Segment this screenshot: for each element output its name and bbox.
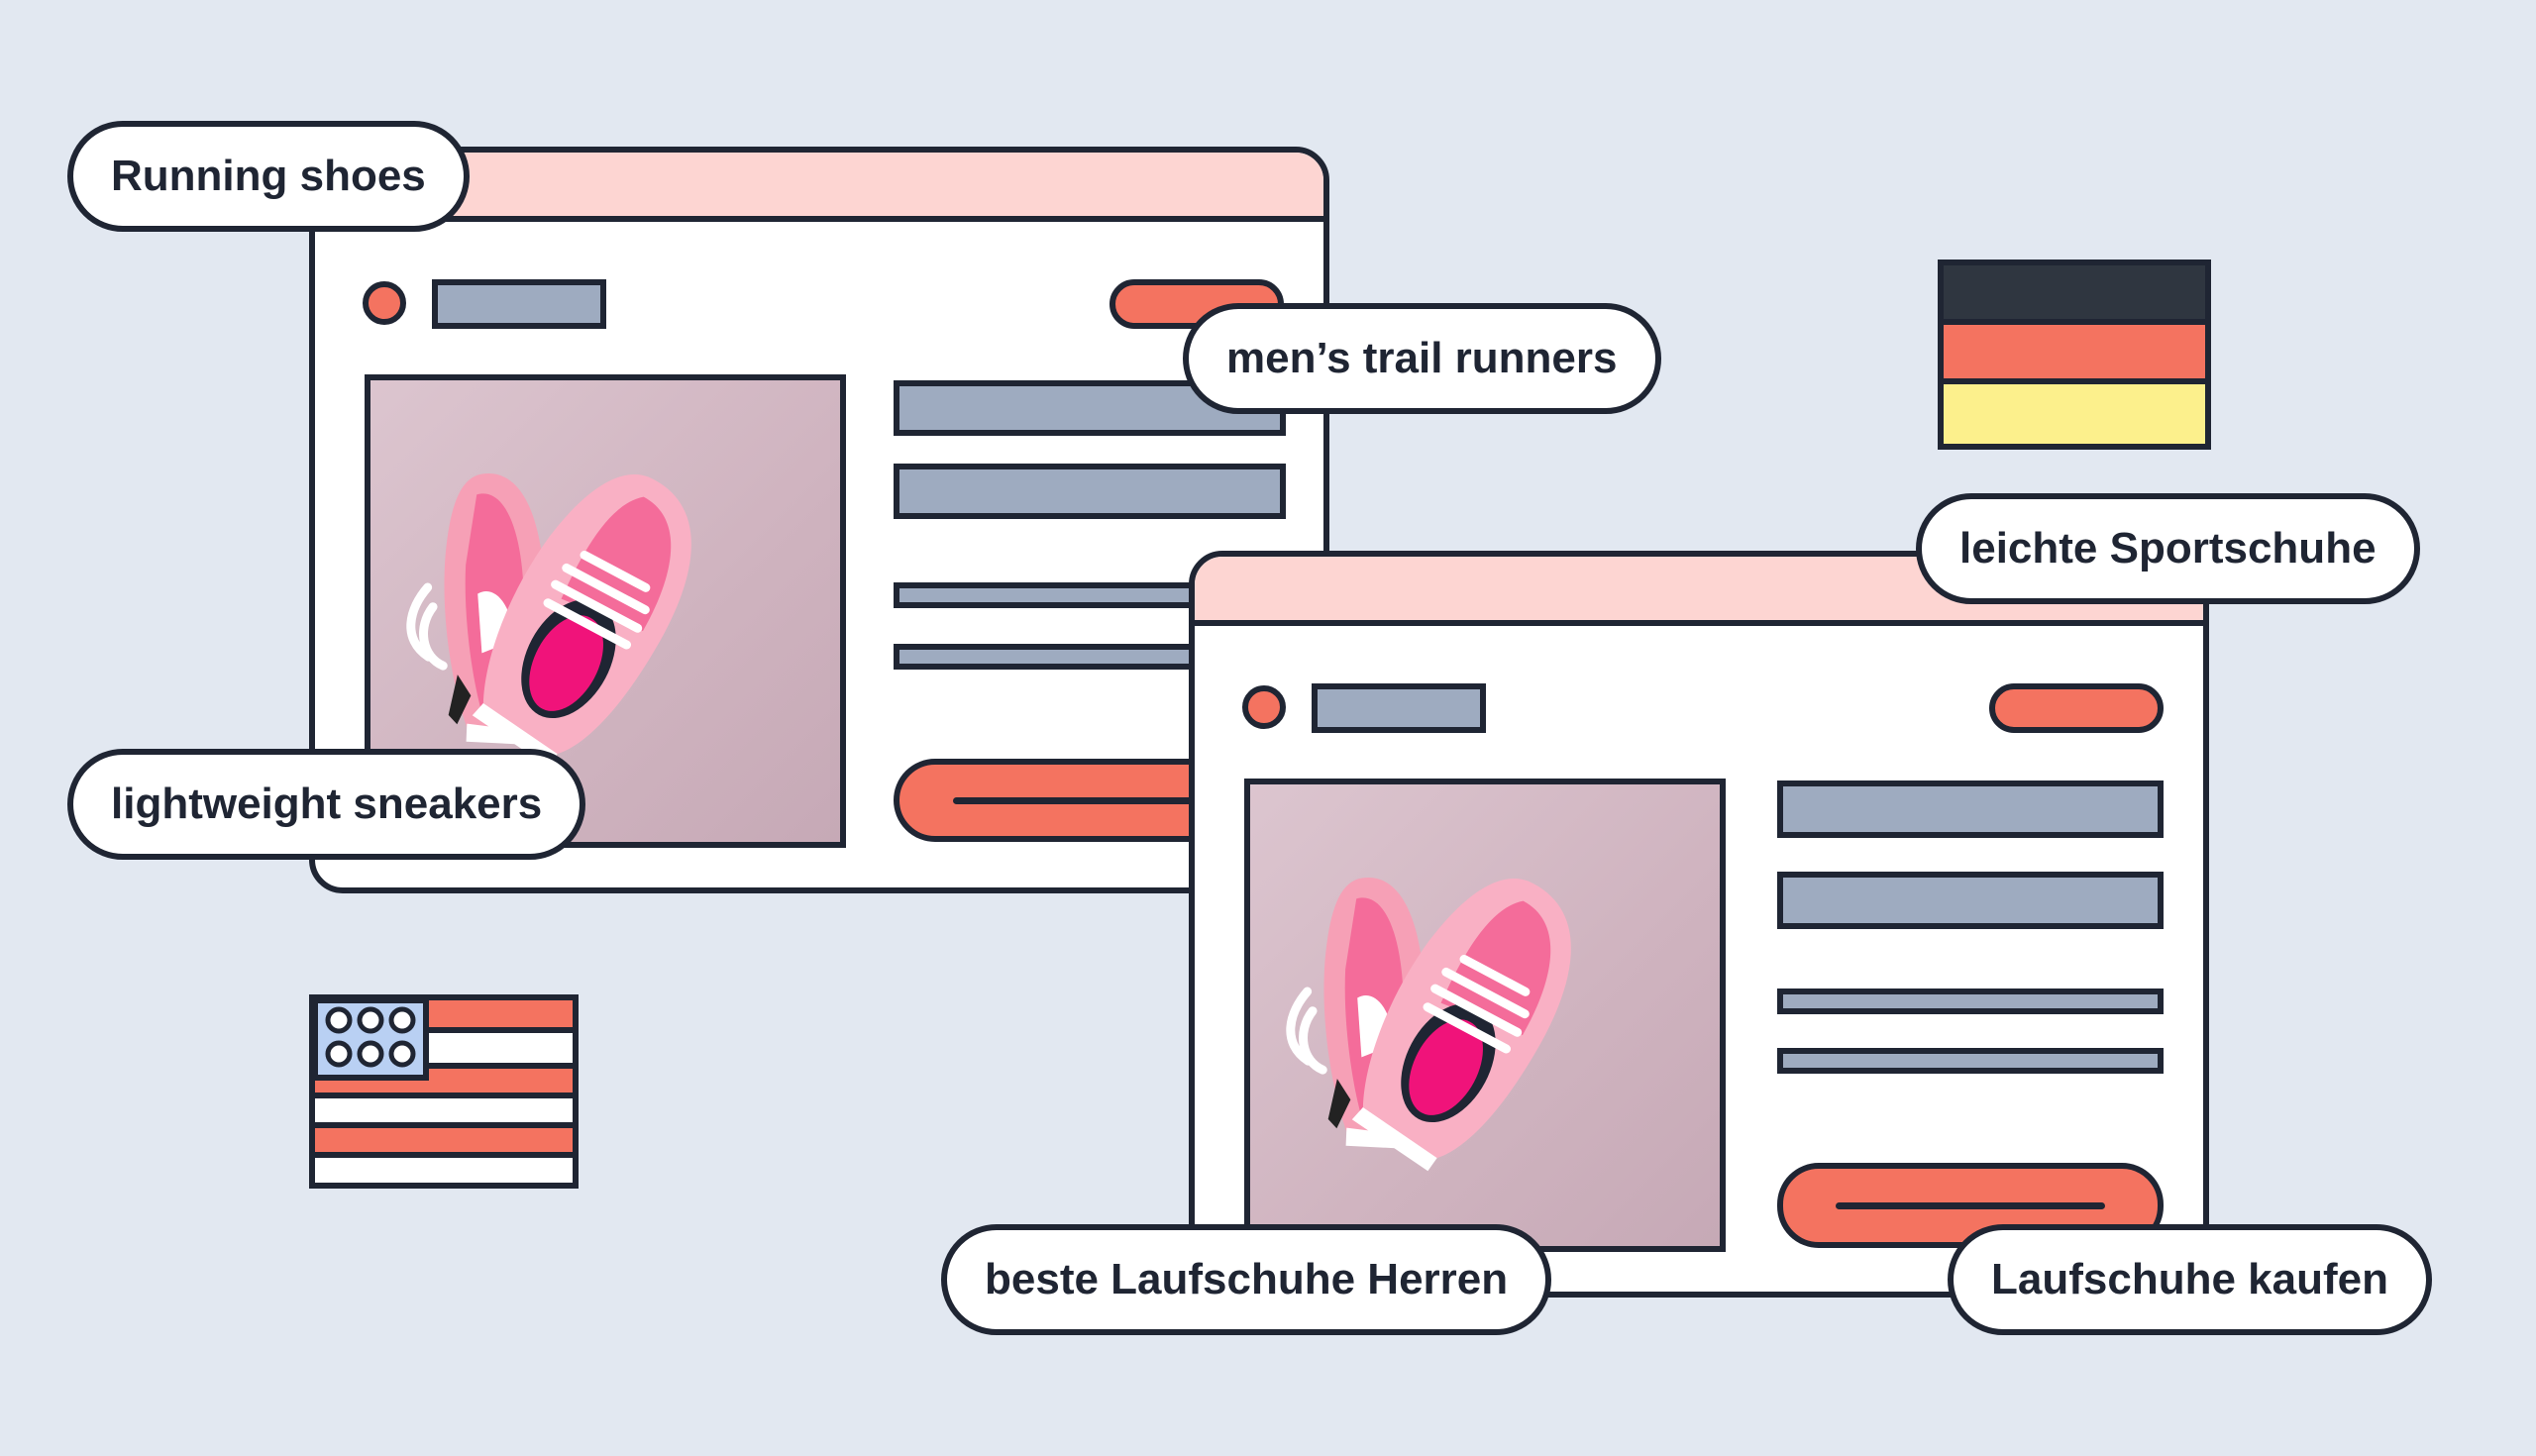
keyword-tag-lightweight-sneakers: lightweight sneakers bbox=[67, 749, 586, 860]
header-button-placeholder[interactable] bbox=[1989, 683, 2164, 733]
product-detail-line bbox=[1777, 988, 2164, 1014]
pink-sneakers-image bbox=[406, 473, 691, 768]
english-product-page-window bbox=[309, 147, 1329, 893]
germany-flag-icon bbox=[1938, 260, 2211, 450]
site-logo-dot bbox=[363, 281, 406, 325]
site-name-placeholder bbox=[432, 279, 606, 329]
pink-sneakers-image bbox=[1286, 878, 1571, 1172]
keyword-tag-running-shoes: Running shoes bbox=[67, 121, 470, 232]
keyword-tag-mens-trail-runners: men’s trail runners bbox=[1183, 303, 1661, 414]
keyword-tag-leichte-sportschuhe: leichte Sportschuhe bbox=[1916, 493, 2420, 604]
product-title-line bbox=[1777, 780, 2164, 838]
product-detail-line bbox=[1777, 1048, 2164, 1074]
site-name-placeholder bbox=[1312, 683, 1486, 733]
german-product-page-window bbox=[1189, 551, 2209, 1298]
product-image bbox=[1244, 779, 1726, 1252]
keyword-tag-laufschuhe-kaufen: Laufschuhe kaufen bbox=[1948, 1224, 2432, 1335]
keyword-tag-beste-laufschuhe-herren: beste Laufschuhe Herren bbox=[941, 1224, 1552, 1335]
us-flag-icon bbox=[309, 994, 579, 1189]
product-subtitle-line bbox=[894, 464, 1286, 519]
product-subtitle-line bbox=[1777, 872, 2164, 929]
window-titlebar bbox=[315, 153, 1323, 222]
site-logo-dot bbox=[1242, 685, 1286, 729]
